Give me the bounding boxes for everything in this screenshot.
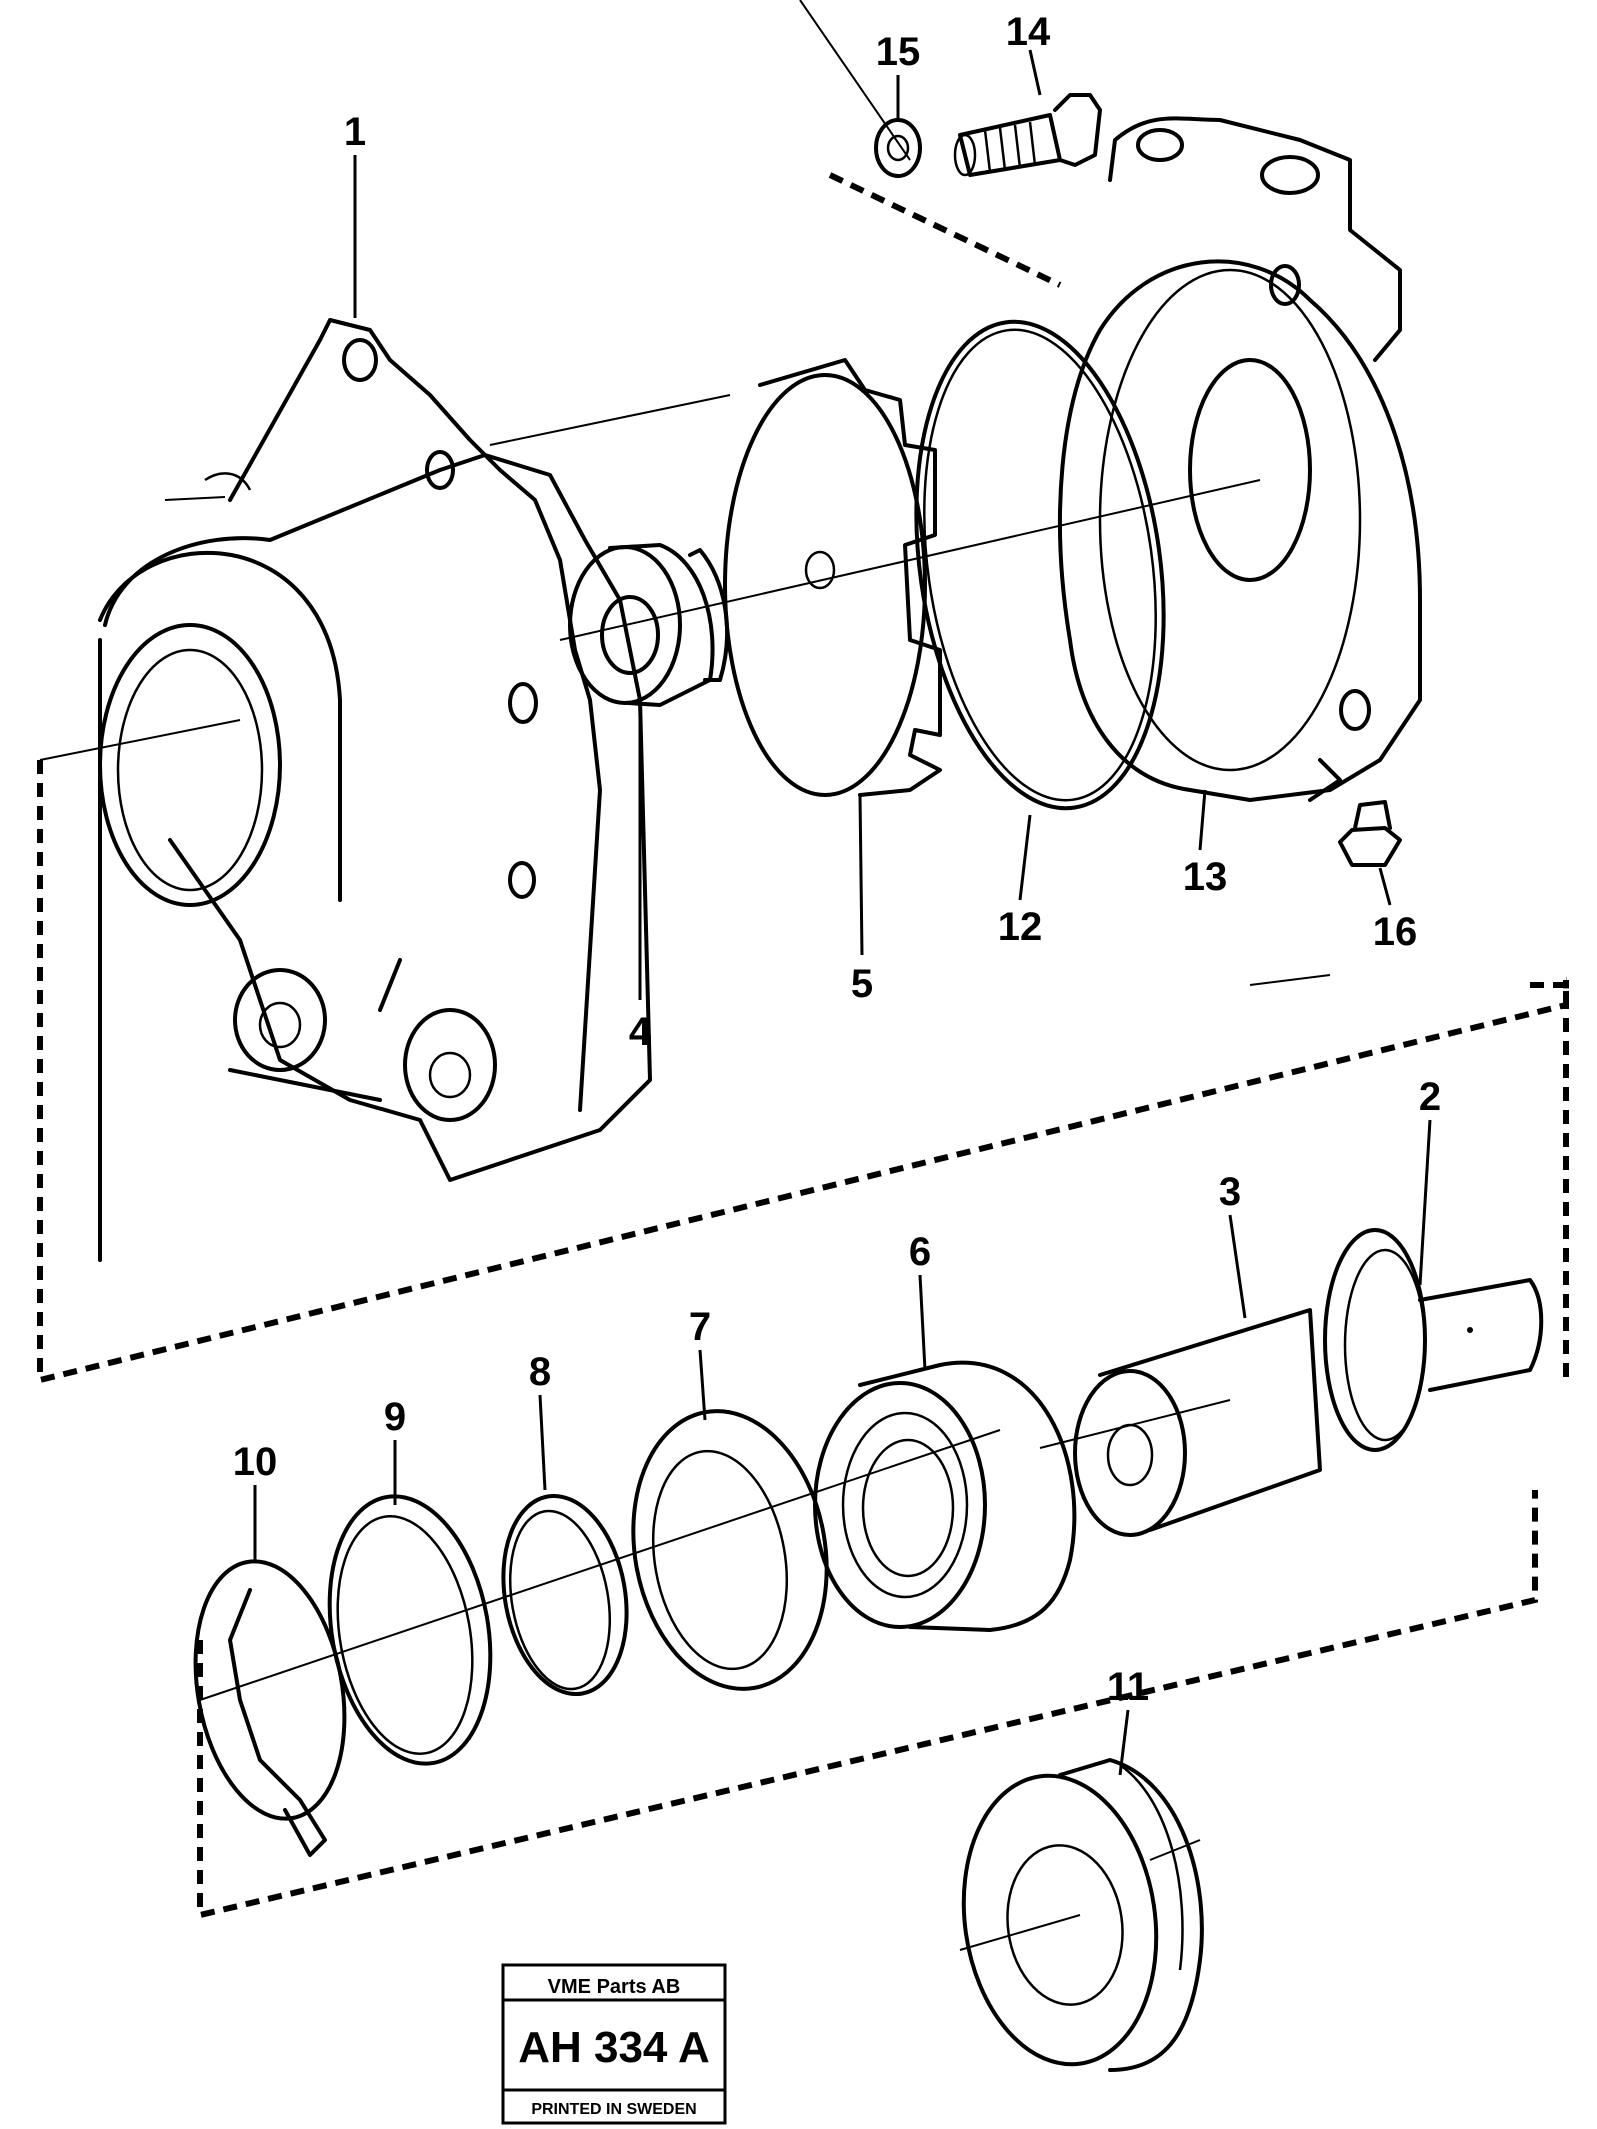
callout-9: 9: [384, 1395, 406, 1439]
callout-15: 15: [876, 30, 921, 74]
part-10-circlip: [193, 1559, 347, 1857]
callout-labels: 1 2 3 4 5 6 7 8 9 10 11 12 13 14 15 16: [233, 10, 1441, 1709]
callout-8: 8: [529, 1350, 551, 1394]
stamp-company: VME Parts AB: [548, 1976, 681, 1998]
part-15-washer: [874, 118, 922, 178]
assembly-frame-lower: [197, 1490, 1538, 1919]
part-12-o-ring: [914, 319, 1166, 811]
callout-16: 16: [1373, 910, 1418, 954]
part-4-shaft-seal: [568, 543, 730, 707]
part-11-pulley: [961, 1758, 1204, 2072]
stamp-code: AH 334 A: [518, 2023, 710, 2072]
callout-4: 4: [629, 1010, 652, 1054]
part-3-bearing-sleeve: [1073, 1308, 1322, 1537]
callout-5: 5: [851, 962, 873, 1006]
callout-10: 10: [233, 1440, 278, 1484]
callout-14: 14: [1006, 10, 1051, 54]
part-5-impeller: [723, 358, 942, 797]
callout-3: 3: [1219, 1170, 1241, 1214]
callout-13: 13: [1183, 855, 1228, 899]
callout-11: 11: [1107, 1665, 1149, 1709]
dashed-guide-top: [828, 172, 1062, 288]
part-1-pump-housing: [98, 318, 652, 1262]
part-14-bolt: [953, 93, 1102, 177]
callout-2: 2: [1419, 1075, 1441, 1119]
part-16-drain-plug: [1338, 800, 1402, 867]
part-13-pump-cover: [1058, 116, 1422, 802]
callout-1: 1: [344, 110, 366, 154]
leader-lines: [253, 49, 1432, 1776]
callout-6: 6: [909, 1230, 931, 1274]
callout-12: 12: [998, 905, 1043, 949]
stamp-printed: PRINTED IN SWEDEN: [531, 2101, 696, 2118]
dashed-guide-right: [1530, 982, 1569, 1380]
callout-7: 7: [689, 1305, 711, 1349]
part-6-bearing: [813, 1360, 1077, 1632]
publisher-stamp: VME Parts AB AH 334 A PRINTED IN SWEDEN: [501, 1963, 727, 2125]
part-8-spacer-ring: [501, 1493, 629, 1697]
part-2-shaft: [1323, 1228, 1544, 1452]
